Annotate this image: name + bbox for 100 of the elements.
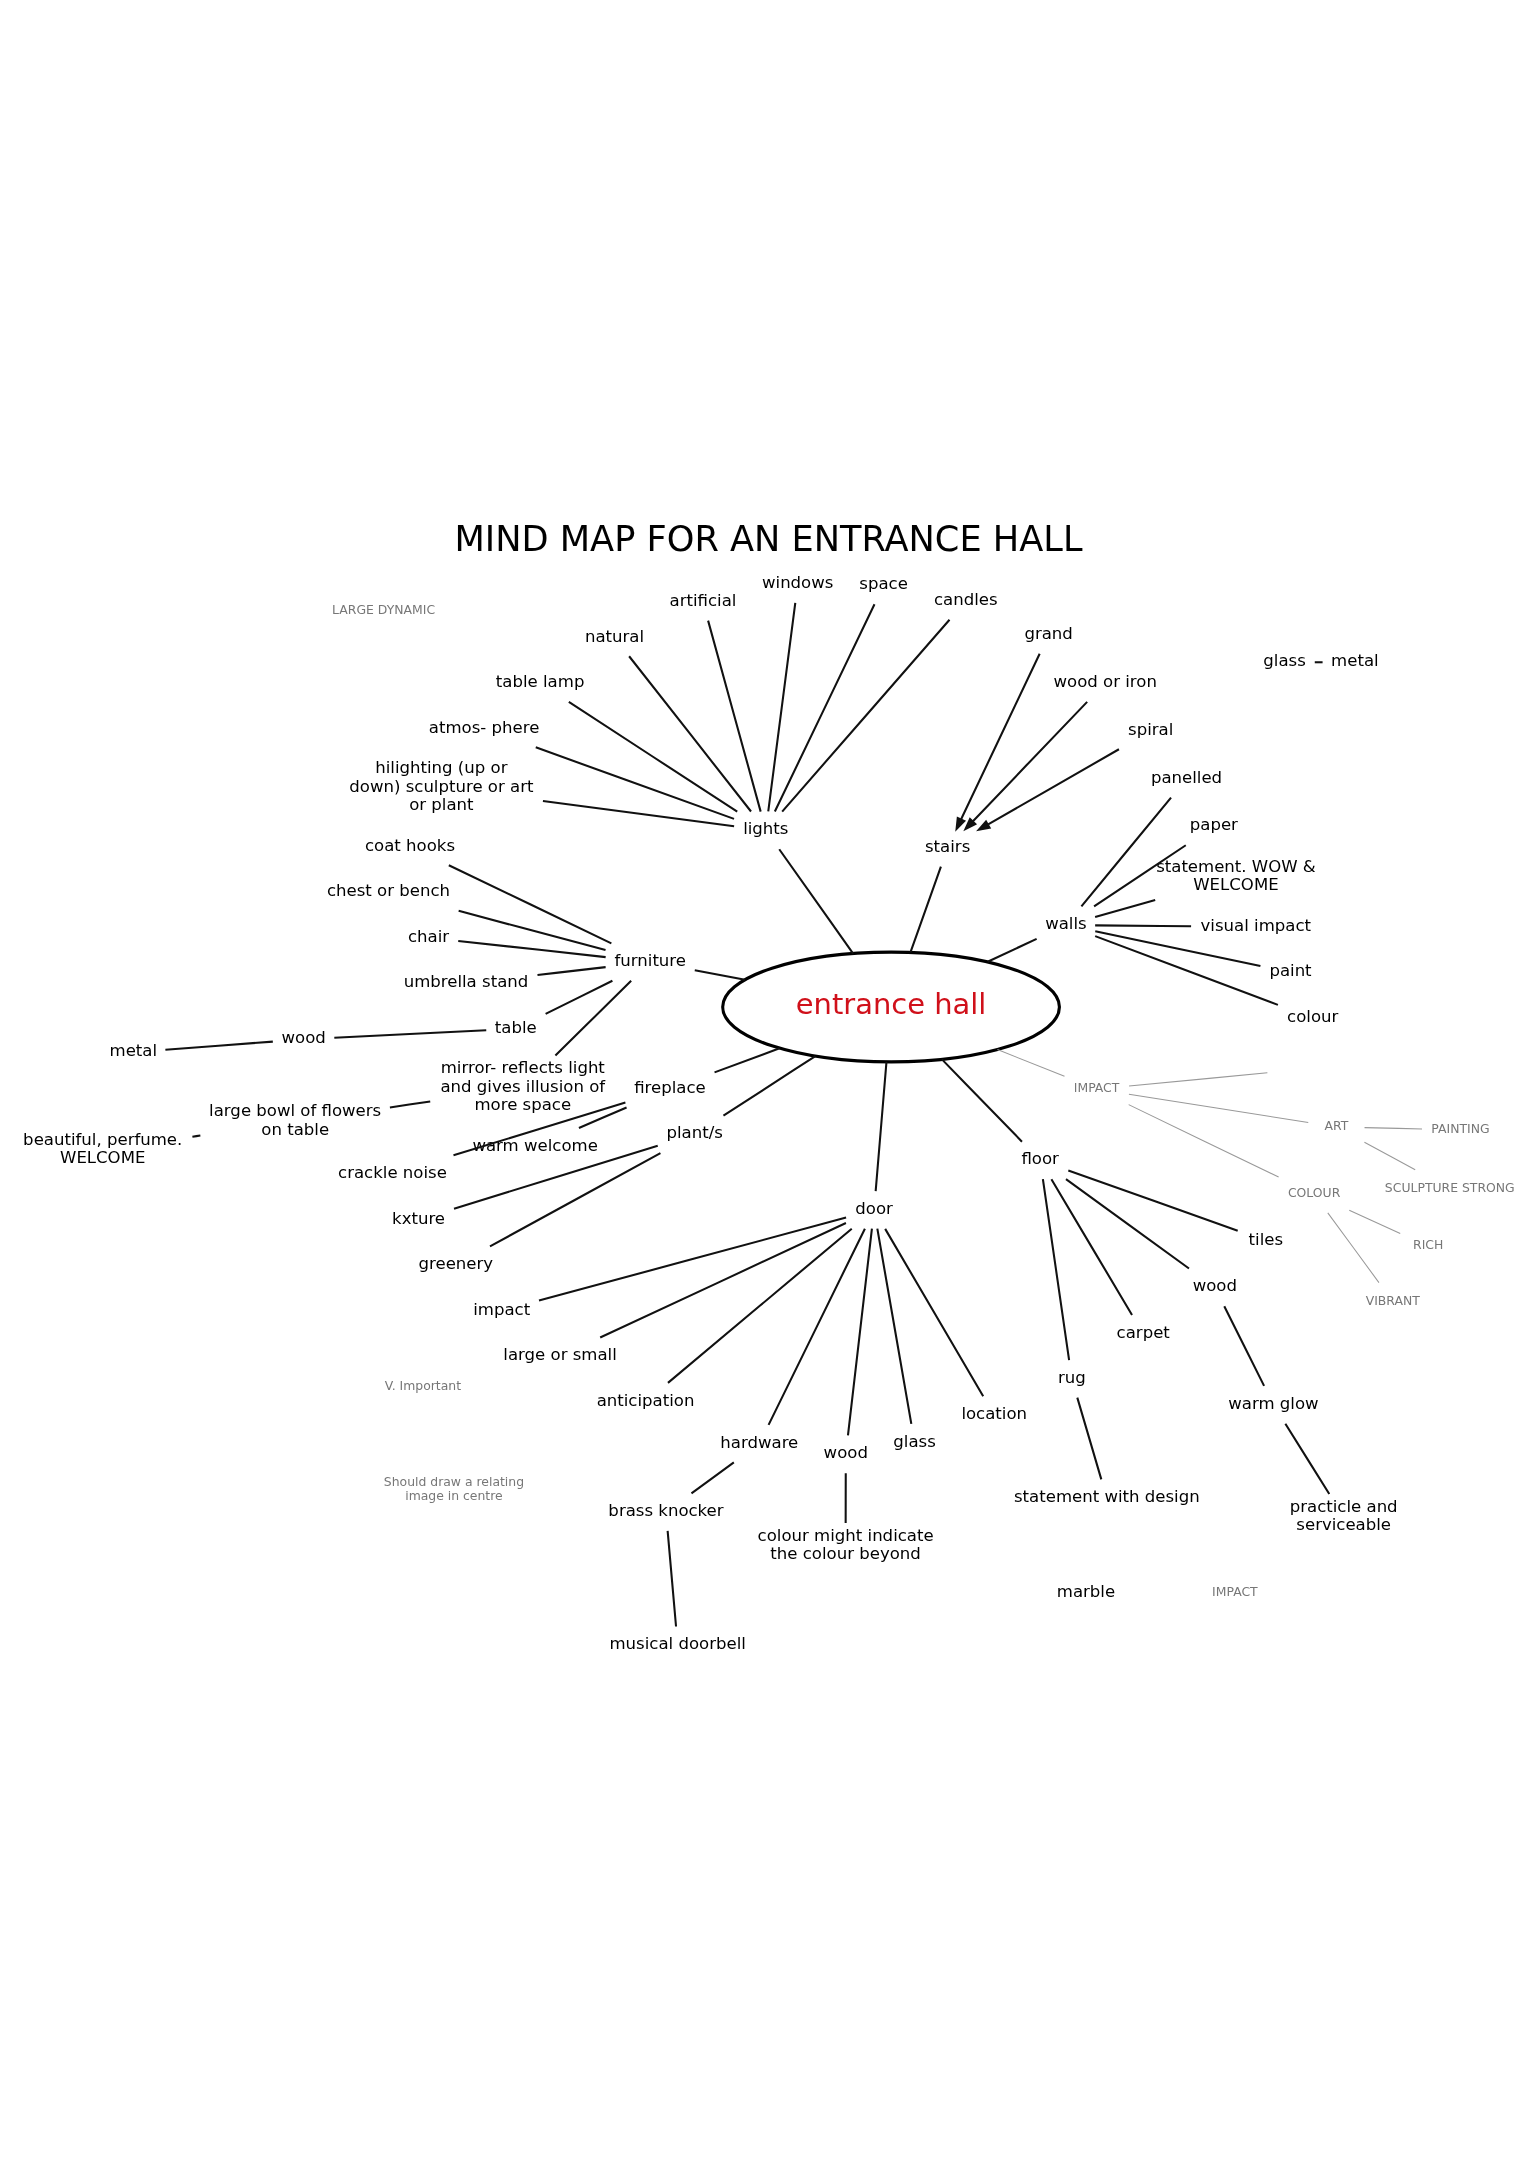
connector [706,620,762,812]
connector [767,1228,866,1426]
connector [489,1152,661,1248]
node-text: impact [472,1299,530,1319]
node-text: plant/s [665,1123,723,1143]
node-text: location [960,1404,1027,1424]
connector [1363,1141,1416,1171]
node-text: door [854,1198,893,1218]
node-text: PAINTING [1430,1120,1490,1136]
node-text: artificial [669,590,736,610]
connector [1067,1169,1238,1232]
connector [694,969,745,981]
connector [1093,844,1186,908]
connector [536,966,606,976]
node-text: COLOUR [1287,1185,1340,1201]
node-text: lights [742,819,788,839]
connector [1127,1093,1309,1124]
node-text: walls [1044,914,1087,934]
connector [874,1061,887,1192]
connector [1222,1305,1265,1387]
connector [780,619,950,813]
node-text: stairs [924,836,970,856]
connector [1094,924,1191,928]
connector [940,1058,1023,1143]
connector [844,1473,847,1524]
node-text: space [858,574,908,594]
arrow [962,701,1088,832]
node-text: beautiful, perfume. WELCOME [22,1129,182,1168]
node-text: SCULPTURE STRONG [1384,1179,1515,1195]
connector [1050,1178,1133,1316]
node-text: wood [1192,1276,1237,1296]
node-text: spiral [1127,719,1173,739]
node-text: large bowl of flowers on table [208,1101,381,1139]
node-text: crackle noise [337,1163,447,1183]
node-text: anticipation [596,1390,694,1410]
connector [1041,1178,1070,1361]
node-text: RICH [1412,1237,1443,1253]
connector [1064,1178,1190,1270]
connector [1326,1212,1379,1284]
connector [1080,796,1172,907]
connector [164,1040,273,1051]
connector [1127,1104,1279,1178]
connector [1284,1423,1330,1495]
connector [452,1101,626,1157]
label: V. Important [384,1377,461,1393]
connector [457,909,606,952]
diagram-title: MIND MAP FOR AN ENTRANCE HALL [454,518,1082,560]
node-text: paper [1189,815,1238,835]
node-text: colour might indicate the colour beyond [757,1525,934,1564]
connector [544,979,613,1015]
label: LARGE DYNAMIC [331,601,435,617]
node-text: brass knocker [607,1500,724,1520]
connector [447,864,612,945]
connector [191,1134,201,1138]
node-text: statement with design [1013,1487,1200,1507]
node-text: metal [1330,651,1379,671]
connector [883,1228,984,1397]
node-text: wood [823,1443,868,1463]
node-text: ART [1323,1118,1348,1134]
label: IMPACT [1211,1584,1258,1600]
node-text: panelled [1150,767,1222,787]
node-text: windows [761,573,833,593]
connector [1075,1397,1102,1480]
connector [690,1461,734,1495]
connector [534,746,734,820]
connector [986,937,1037,963]
connector [722,1055,816,1117]
label: Should draw a relating image in centre [383,1474,524,1503]
connector [538,1216,846,1302]
node-text: grand [1023,623,1073,643]
node-text: floor [1020,1149,1059,1169]
node-text: glass [1262,651,1306,671]
connector [554,980,632,1057]
node-ellipse: entrance hall [720,950,1061,1064]
connector [1094,930,1261,968]
node-text: wood or iron [1053,671,1157,691]
connector [846,1228,873,1436]
node-text: visual impact [1200,915,1311,935]
node-text: metal [109,1041,157,1061]
node-text: statement. WOW & WELCOME [1155,856,1316,895]
connector [333,1029,486,1039]
connector [1363,1127,1423,1130]
node-text: chair [407,926,449,946]
arrow [975,748,1119,832]
node-text: tiles [1248,1229,1283,1249]
node-text: carpet [1116,1322,1170,1342]
node-text: hardware [719,1432,798,1452]
connector [909,866,942,953]
node-text: atmos- phere [428,717,539,737]
connector [567,701,738,813]
node-text: marble [1056,1582,1115,1602]
connector [996,1049,1065,1077]
node-text: wood [281,1028,326,1048]
node-text: furniture [613,950,686,970]
node-text: glass [892,1431,936,1451]
node-text: chest or bench [326,881,450,901]
connector [578,1106,627,1129]
connector [1128,1072,1268,1087]
connector [766,602,796,812]
node-text: mirror- reflects light and gives illusion of more space [439,1058,605,1115]
